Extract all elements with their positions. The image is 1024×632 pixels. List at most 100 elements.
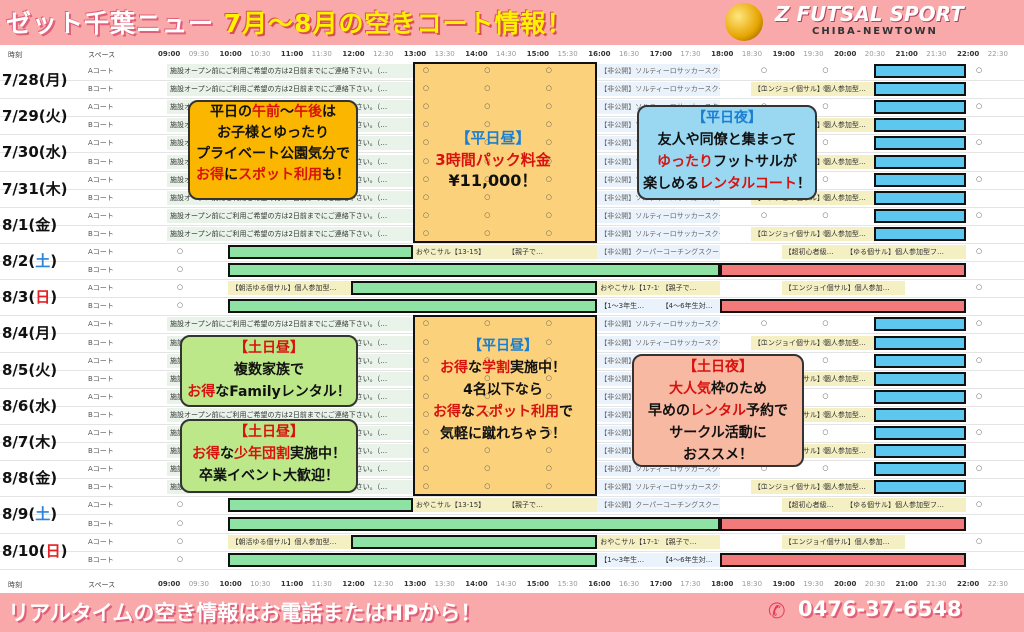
available-slot[interactable]	[720, 263, 966, 278]
booking-block[interactable]: 施設オープン前にご利用ご希望の方は2日前までにご連絡下さい。（…	[167, 208, 413, 223]
booking-block[interactable]: 【エンジョイ個サル】個人参加…	[781, 534, 905, 549]
available-slot[interactable]	[228, 516, 721, 531]
available-slot[interactable]	[873, 407, 966, 422]
available-mark: ○	[822, 409, 829, 418]
booking-block[interactable]: 【超初心者級…	[781, 498, 844, 513]
available-slot[interactable]	[873, 154, 966, 169]
available-mark: ○	[422, 464, 429, 473]
available-slot[interactable]	[873, 389, 966, 404]
booking-block[interactable]: 施設オープン前にご利用ご希望の方は2日前までにご連絡下さい。（…	[167, 82, 413, 97]
available-slot[interactable]	[720, 516, 966, 531]
available-slot[interactable]	[720, 552, 966, 567]
booking-block[interactable]: 施設オープン前にご利用ご希望の方は2日前までにご連絡下さい。（…	[167, 64, 413, 78]
time-tick: 19:00	[772, 580, 795, 588]
booking-block[interactable]: 【親子で…	[505, 245, 598, 259]
available-mark: ○	[422, 120, 429, 129]
available-slot[interactable]	[228, 498, 413, 513]
available-slot[interactable]	[873, 172, 966, 187]
available-slot[interactable]	[873, 190, 966, 205]
booking-block[interactable]: 【エンジョイ個サル】個人参加…	[781, 281, 905, 296]
booking-block[interactable]: 施設オープン前にご利用ご希望の方は2日前までにご連絡下さい。（…	[167, 317, 413, 332]
available-mark: ○	[545, 482, 552, 491]
time-tick: 12:30	[373, 580, 394, 588]
available-slot[interactable]	[351, 281, 598, 296]
booking-block[interactable]: 【エンジョイ個サル】個人参加型…	[750, 82, 905, 97]
available-slot[interactable]	[873, 444, 966, 459]
booking-block[interactable]: 施設オープン前にご利用ご希望の方は2日前までにご連絡下さい。（…	[167, 226, 413, 241]
time-tick: 14:00	[465, 50, 488, 58]
booking-block[interactable]: 施設オープン前にご利用ご希望の方は2日前までにご連絡下さい。（…	[167, 407, 413, 422]
available-slot[interactable]	[720, 299, 966, 314]
available-slot[interactable]	[873, 208, 966, 223]
time-tick: 12:00	[342, 50, 365, 58]
booking-block[interactable]: 【エンジョイ個サル】個人参加型…	[750, 226, 905, 241]
booking-block[interactable]: 【1〜3年生…	[597, 552, 659, 567]
booking-block[interactable]: 【ゆる個サル】個人参加型フ…	[843, 245, 966, 259]
weekday-daytime-column[interactable]	[412, 315, 598, 497]
booking-block[interactable]: 【1〜3年生…	[597, 299, 659, 314]
available-slot[interactable]	[228, 299, 598, 314]
available-mark: ○	[484, 84, 491, 93]
time-tick: 09:00	[158, 580, 181, 588]
available-slot[interactable]	[351, 534, 598, 549]
booking-block[interactable]: 【非公開】ソルティーロサッカースクール	[597, 335, 721, 350]
court-label: Bコート	[88, 447, 114, 456]
available-slot[interactable]	[873, 82, 966, 97]
booking-block[interactable]: 【非公開】クーパーコーチングスクール	[597, 498, 721, 513]
booking-block[interactable]: おやこサル【17-19】	[597, 281, 659, 296]
booking-block[interactable]: 【エンジョイ個サル】個人参加型…	[750, 335, 905, 350]
weekday-daytime-column[interactable]	[412, 62, 598, 243]
booking-block[interactable]: 【非公開】ソルティーロサッカースクール	[597, 480, 721, 495]
booking-block[interactable]: 【親子で…	[658, 281, 721, 296]
booking-block[interactable]: 【親子で…	[658, 534, 721, 549]
available-slot[interactable]	[873, 371, 966, 386]
available-slot[interactable]	[228, 263, 721, 278]
time-tick: 14:30	[496, 580, 517, 588]
booking-block[interactable]: 【親子で…	[505, 498, 598, 513]
available-slot[interactable]	[873, 64, 966, 78]
booking-block[interactable]: 【非公開】ソルティーロサッカースクール	[597, 64, 721, 78]
available-mark: ○	[422, 428, 429, 436]
booking-block[interactable]: 【超初心者級…	[781, 245, 844, 259]
booking-block[interactable]: 【非公開】ソルティーロサッカースクール	[597, 317, 721, 332]
court-label: Aコート	[88, 103, 114, 112]
booking-block[interactable]: 【非公開】ソルティーロサッカースクール	[597, 226, 721, 241]
available-slot[interactable]	[873, 426, 966, 440]
booking-block[interactable]: 【非公開】ソルティーロサッカースクール	[597, 82, 721, 97]
time-tick: 19:30	[803, 580, 824, 588]
booking-block[interactable]: おやこサル【17-19】	[597, 534, 659, 549]
available-slot[interactable]	[228, 245, 413, 259]
available-slot[interactable]	[228, 552, 598, 567]
booking-block[interactable]: 【非公開】ソルティーロサッカースクール	[597, 208, 721, 223]
available-slot[interactable]	[873, 480, 966, 495]
available-slot[interactable]	[873, 462, 966, 477]
available-slot[interactable]	[873, 226, 966, 241]
available-mark: ○	[760, 464, 767, 473]
booking-block[interactable]: 【エンジョイ個サル】個人参加型…	[750, 480, 905, 495]
booking-block[interactable]: 【4〜6年生対…	[658, 552, 721, 567]
booking-block[interactable]: 【朝活ゆる個サル】個人参加型…	[228, 534, 352, 549]
available-slot[interactable]	[873, 118, 966, 133]
phone-number[interactable]: 0476-37-6548	[798, 597, 962, 621]
available-slot[interactable]	[873, 100, 966, 115]
header: ゼット千葉ニュー 7月〜8月の空きコート情報！ Z FUTSAL SPORT C…	[0, 0, 1024, 44]
booking-block[interactable]: 【朝活ゆる個サル】個人参加型…	[228, 281, 352, 296]
weekday-student-popup: 【平日昼】お得な学割実施中！4名以下ならお得なスポット利用で気軽に蹴れちゃう！	[433, 338, 573, 442]
available-slot[interactable]	[873, 317, 966, 332]
booking-block[interactable]: 【非公開】クーパーコーチングスクール	[597, 245, 721, 259]
booking-block[interactable]: 【ゆる個サル】個人参加型フ…	[843, 498, 966, 513]
time-tick: 14:00	[465, 580, 488, 588]
booking-block[interactable]: 【4〜6年生対…	[658, 299, 721, 314]
available-mark: ○	[760, 482, 767, 491]
available-mark: ○	[822, 337, 829, 346]
available-mark: ○	[545, 446, 552, 455]
available-mark: ○	[545, 138, 552, 147]
available-mark: ○	[822, 464, 829, 473]
time-tick: 11:30	[311, 580, 332, 588]
available-mark: ○	[822, 228, 829, 237]
available-slot[interactable]	[873, 136, 966, 151]
day-label: 8/8(金)	[2, 469, 58, 488]
available-slot[interactable]	[873, 353, 966, 368]
available-slot[interactable]	[873, 335, 966, 350]
